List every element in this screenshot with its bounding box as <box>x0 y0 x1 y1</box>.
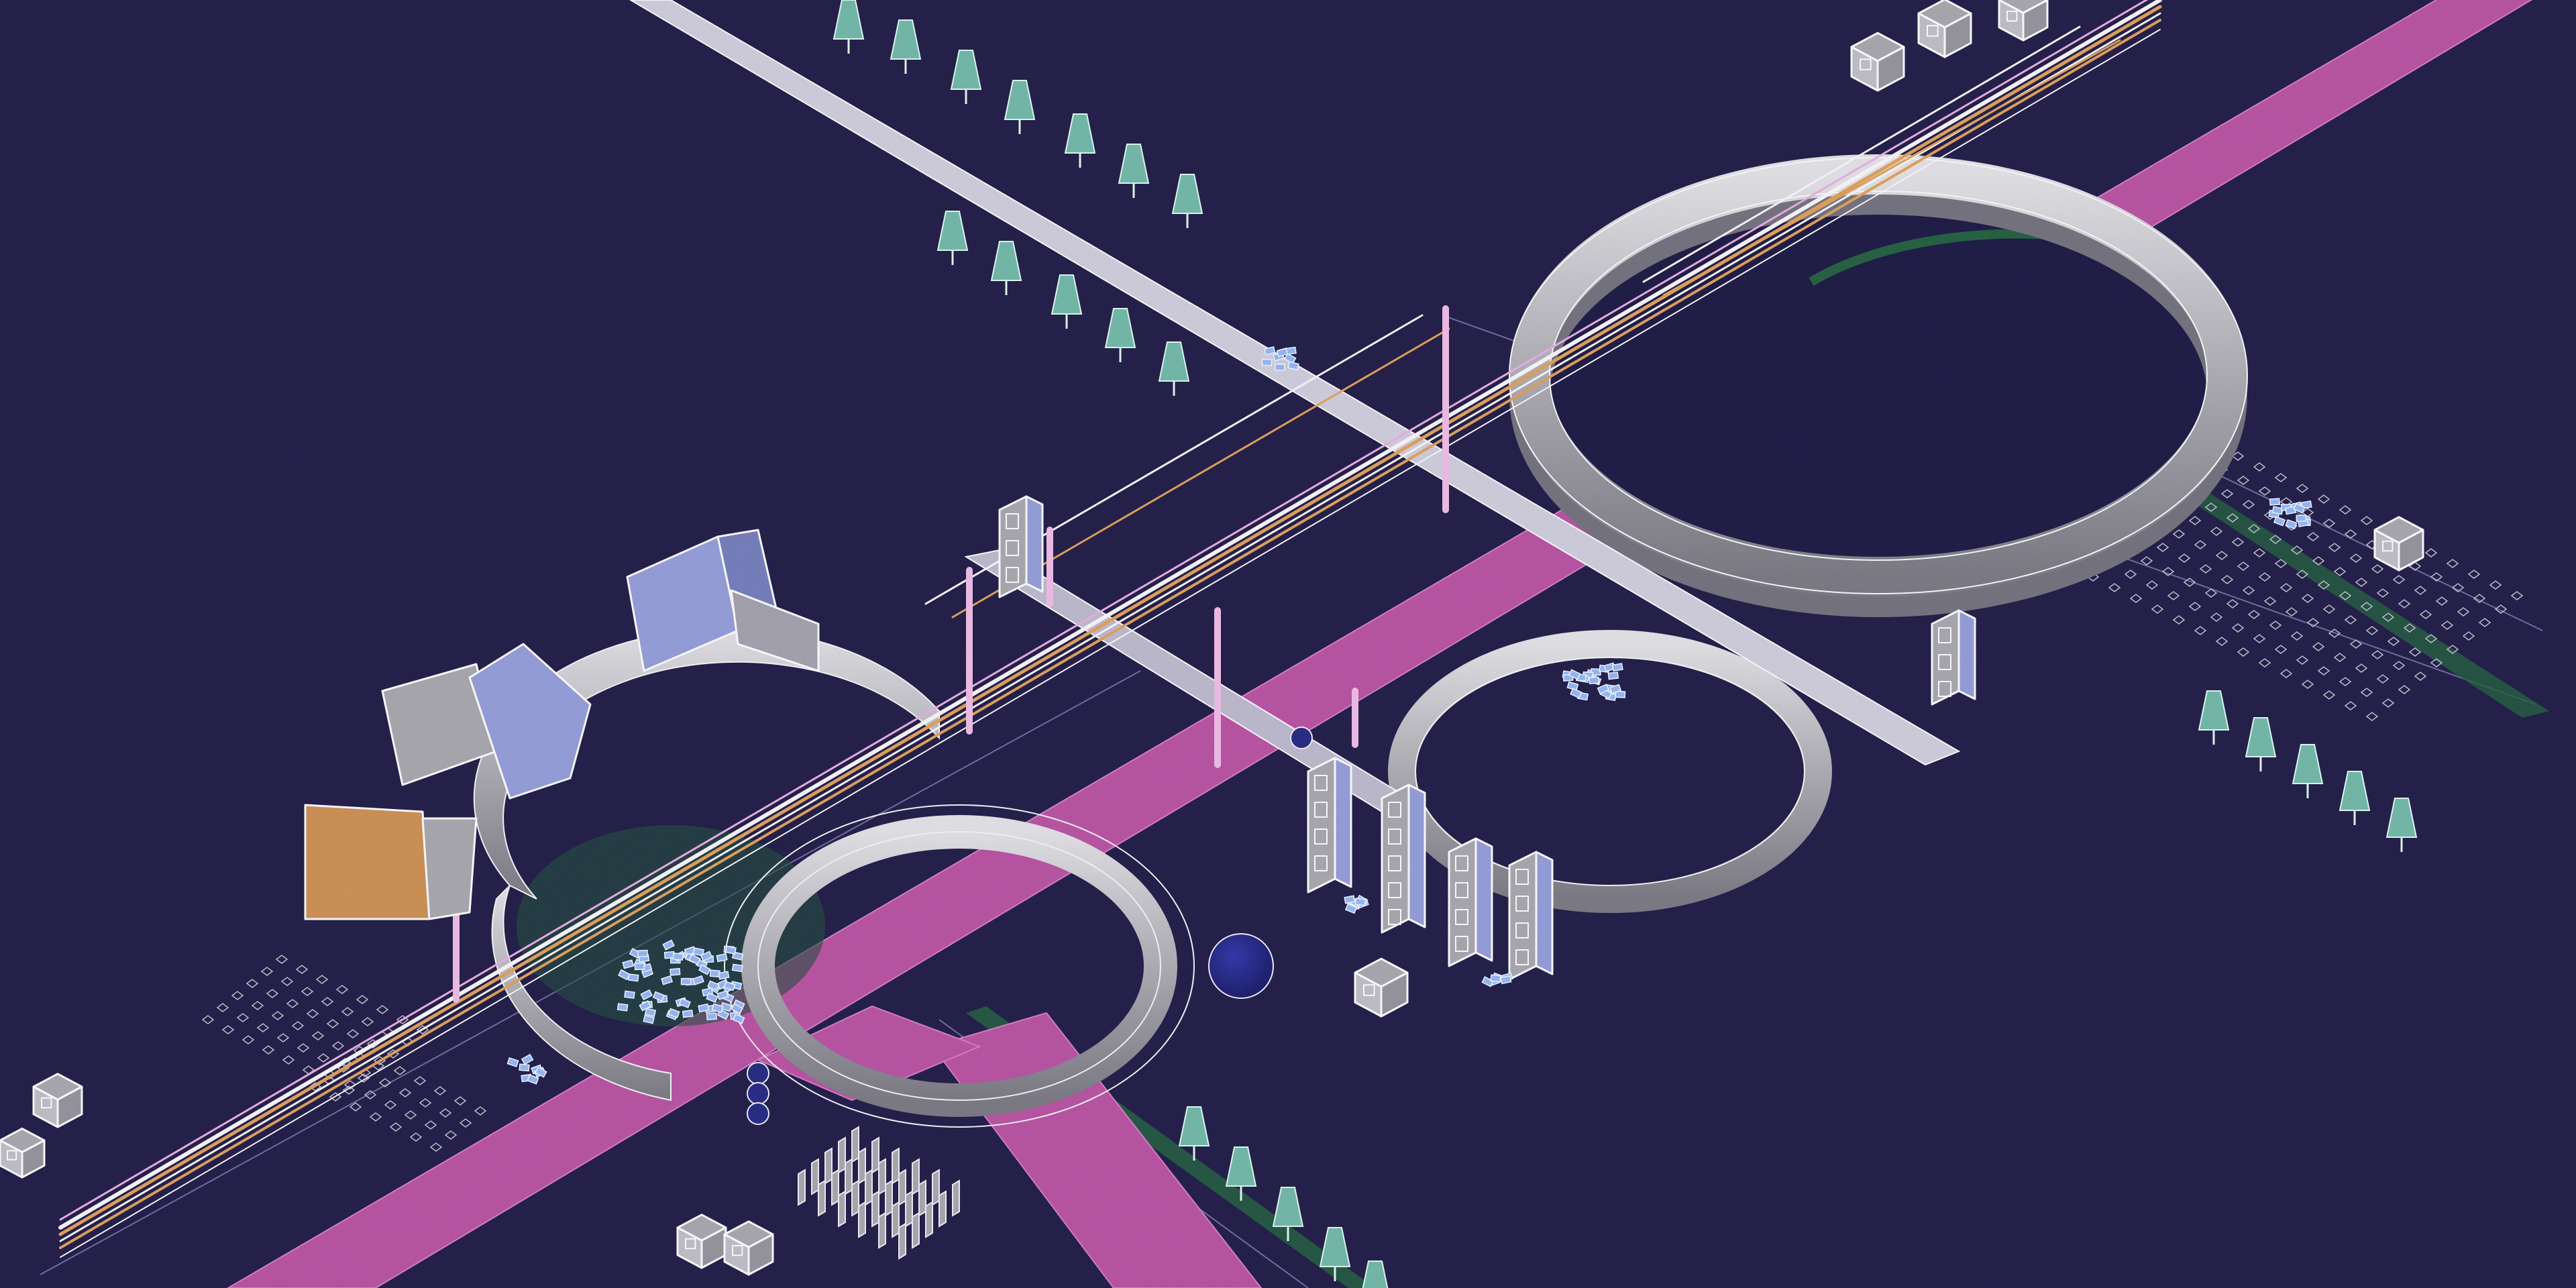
isometric-interchange-illustration <box>0 0 2576 1288</box>
grain-texture <box>0 0 2576 1288</box>
